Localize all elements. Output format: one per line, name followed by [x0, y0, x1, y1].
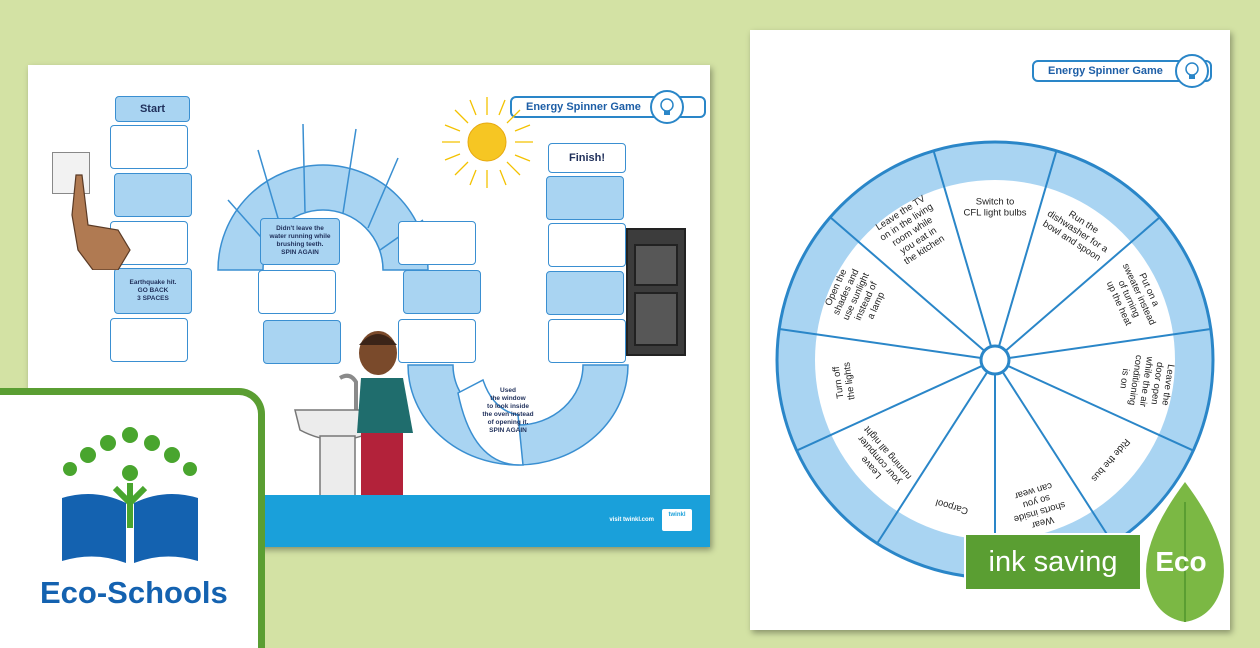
window-note-line: the oven instead [482, 411, 534, 418]
window-note: Used the window to look inside the oven … [463, 387, 553, 435]
ink-saving-label: ink saving [964, 533, 1142, 591]
spinner-header-title: Energy Spinner Game [1048, 65, 1163, 77]
board-space [398, 319, 476, 363]
wheel-segment-text: is on [1117, 368, 1131, 389]
board-space [110, 318, 188, 362]
window-note-line: Used [500, 387, 516, 394]
wheel-segment-text: Switch to [976, 197, 1015, 208]
board-space [110, 125, 188, 169]
wheel-divider [796, 364, 983, 452]
water-note-line: Didn't leave the [276, 225, 324, 232]
water-note-line: brushing teeth. [276, 241, 324, 248]
wheel-divider [1007, 364, 1194, 452]
earthquake-space: Earthquake hit. GO BACK 3 SPACES [114, 268, 192, 314]
lightbulb-icon [650, 90, 684, 124]
board-space [258, 270, 336, 314]
start-space: Start [115, 96, 190, 122]
eco-leaf-icon [1146, 482, 1224, 622]
spinner-header: Energy Spinner Game [1032, 60, 1212, 82]
eco-schools-name: Eco-Schools [40, 575, 228, 610]
wheel-segment-text: the lights [841, 361, 857, 400]
lightbulb-icon [1175, 54, 1209, 88]
wheel-segment-text: Turn off [831, 365, 847, 399]
wheel-segment-text: CFL light bulbs [963, 208, 1026, 219]
start-label: Start [139, 103, 166, 115]
ink-saving-badge: ink saving Eco [964, 533, 1234, 593]
finish-label: Finish! [568, 152, 606, 164]
window-note-line: to look inside [487, 403, 529, 410]
water-note-space: Didn't leave the water running while bru… [260, 218, 340, 265]
wheel-divider [829, 216, 986, 352]
water-note-action: SPIN AGAIN [281, 249, 319, 256]
board-space [263, 320, 341, 364]
window-note-line: of opening it. [487, 419, 529, 426]
tree-book-icon [62, 427, 198, 563]
earthquake-note: Earthquake hit. [129, 279, 177, 286]
window-note-line: the window [490, 395, 526, 402]
wheel-divider [779, 327, 982, 359]
board-space [548, 223, 626, 267]
board-space [403, 270, 481, 314]
pointing-hand-icon [71, 174, 131, 270]
water-note-line: water running while [269, 233, 331, 240]
board-space [114, 173, 192, 217]
board-space [548, 319, 626, 363]
ink-saving-text: ink saving [988, 545, 1118, 578]
twinkl-logo-text: twinkl [668, 512, 686, 518]
eco-schools-card: Eco-Schools [0, 388, 265, 648]
finish-space: Finish! [548, 143, 626, 173]
wheel-divider [876, 371, 989, 544]
earthquake-action-1: GO BACK [137, 287, 169, 294]
board-space [546, 271, 624, 315]
twinkl-logo: twinkl [662, 509, 692, 531]
board-space [546, 176, 624, 220]
eco-text: Eco [1155, 546, 1207, 577]
wheel-divider [1008, 327, 1211, 359]
earthquake-action-2: 3 SPACES [137, 295, 169, 302]
board-bottom-arch [407, 364, 629, 466]
boy-brushing-teeth-icon [357, 331, 413, 498]
wheel-divider [997, 150, 1058, 347]
wheel-divider [1004, 216, 1161, 352]
sun-icon [442, 97, 533, 188]
wheel-divider [932, 150, 993, 347]
eco-label: Eco [1142, 533, 1220, 591]
board-header-title: Energy Spinner Game [526, 101, 641, 113]
board-space [398, 221, 476, 265]
wheel-divider [1001, 371, 1114, 544]
footer-url: visit twinkl.com [609, 517, 654, 523]
spinner-center-icon [979, 344, 1011, 376]
window-note-action: SPIN AGAIN [489, 427, 527, 434]
oven-icon [626, 228, 686, 356]
